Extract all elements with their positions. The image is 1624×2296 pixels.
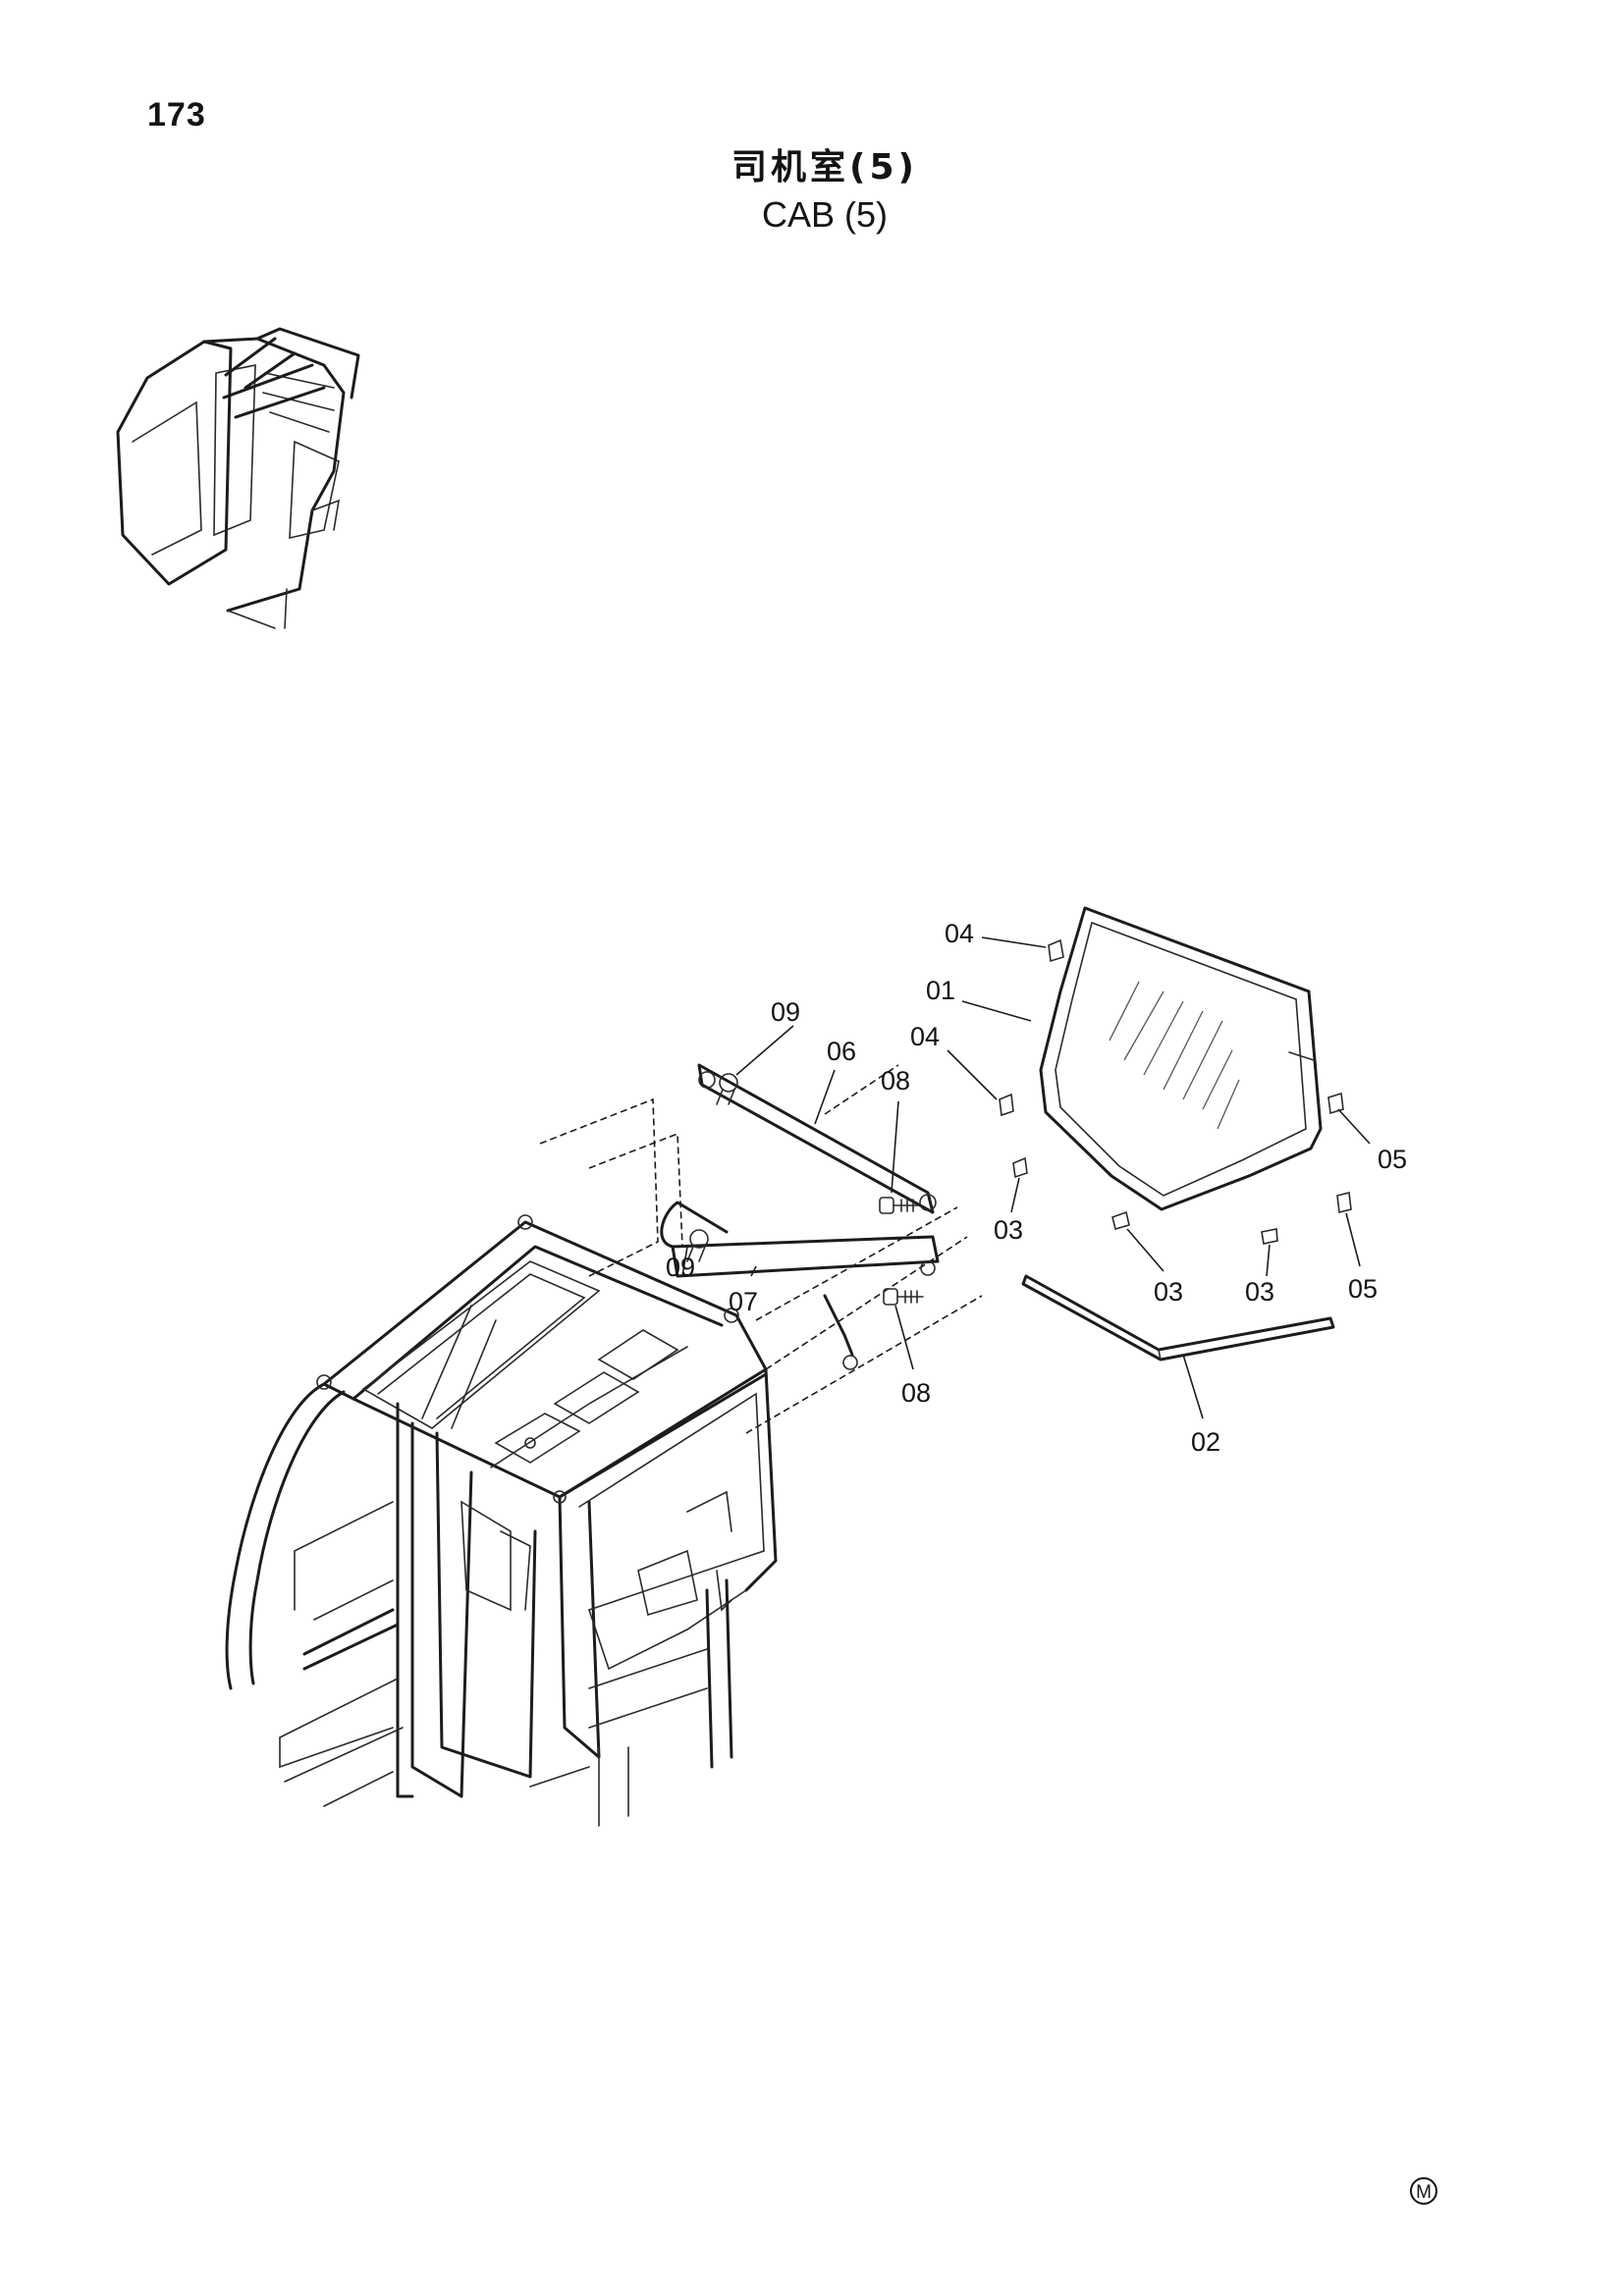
cab-body xyxy=(225,1214,778,1827)
rubber-block-03-a xyxy=(1012,1156,1028,1179)
callout-09-lower: 09 xyxy=(666,1253,695,1282)
rubber-block-03-b xyxy=(1111,1210,1130,1230)
callout-08-lower: 08 xyxy=(901,1378,931,1408)
screw-08-lower xyxy=(883,1288,924,1306)
page-number: 173 xyxy=(147,96,206,133)
callout-03-right: 03 xyxy=(1245,1277,1274,1307)
callout-09-upper: 09 xyxy=(771,997,800,1027)
stop-05-upper xyxy=(1327,1092,1344,1115)
callout-05-lower: 05 xyxy=(1348,1274,1378,1304)
clip-04-lower xyxy=(999,1093,1014,1117)
title-chinese: 司机室(5) xyxy=(731,147,918,187)
callout-04-lower: 04 xyxy=(910,1022,940,1051)
title-block: 司机室(5) CAB (5) xyxy=(628,145,1021,240)
bolt-09-lower xyxy=(686,1229,709,1262)
callout-labels: 04 01 04 09 06 08 05 03 09 07 03 03 05 0… xyxy=(666,919,1407,1457)
callout-03-middle: 03 xyxy=(1154,1277,1183,1307)
svg-text:M: M xyxy=(1416,2182,1432,2203)
callout-01: 01 xyxy=(926,976,955,1005)
trim-strip-06 xyxy=(697,1063,937,1214)
callout-03-left: 03 xyxy=(994,1215,1023,1245)
trim-strip-07 xyxy=(660,1201,940,1370)
rubber-block-03-c xyxy=(1261,1228,1278,1245)
bolt-09-upper xyxy=(716,1073,738,1105)
callout-leaders xyxy=(681,936,1371,1419)
callout-04-upper: 04 xyxy=(945,919,974,948)
circled-m-mark: M xyxy=(1410,2177,1437,2205)
callout-06: 06 xyxy=(827,1037,856,1066)
title-english: CAB (5) xyxy=(761,194,889,235)
locator-thumbnail xyxy=(116,327,360,629)
callout-08-upper: 08 xyxy=(881,1066,910,1095)
stop-05-lower xyxy=(1336,1192,1352,1213)
clip-04-upper xyxy=(1048,938,1064,963)
screw-08-upper xyxy=(879,1197,919,1214)
callout-07: 07 xyxy=(729,1287,758,1316)
callout-05-upper: 05 xyxy=(1378,1145,1407,1174)
weather-strip-02 xyxy=(1021,1274,1335,1362)
callout-02: 02 xyxy=(1191,1427,1220,1457)
assembly-leader-lines xyxy=(539,1064,983,1434)
windshield-glass-01 xyxy=(1039,906,1323,1211)
